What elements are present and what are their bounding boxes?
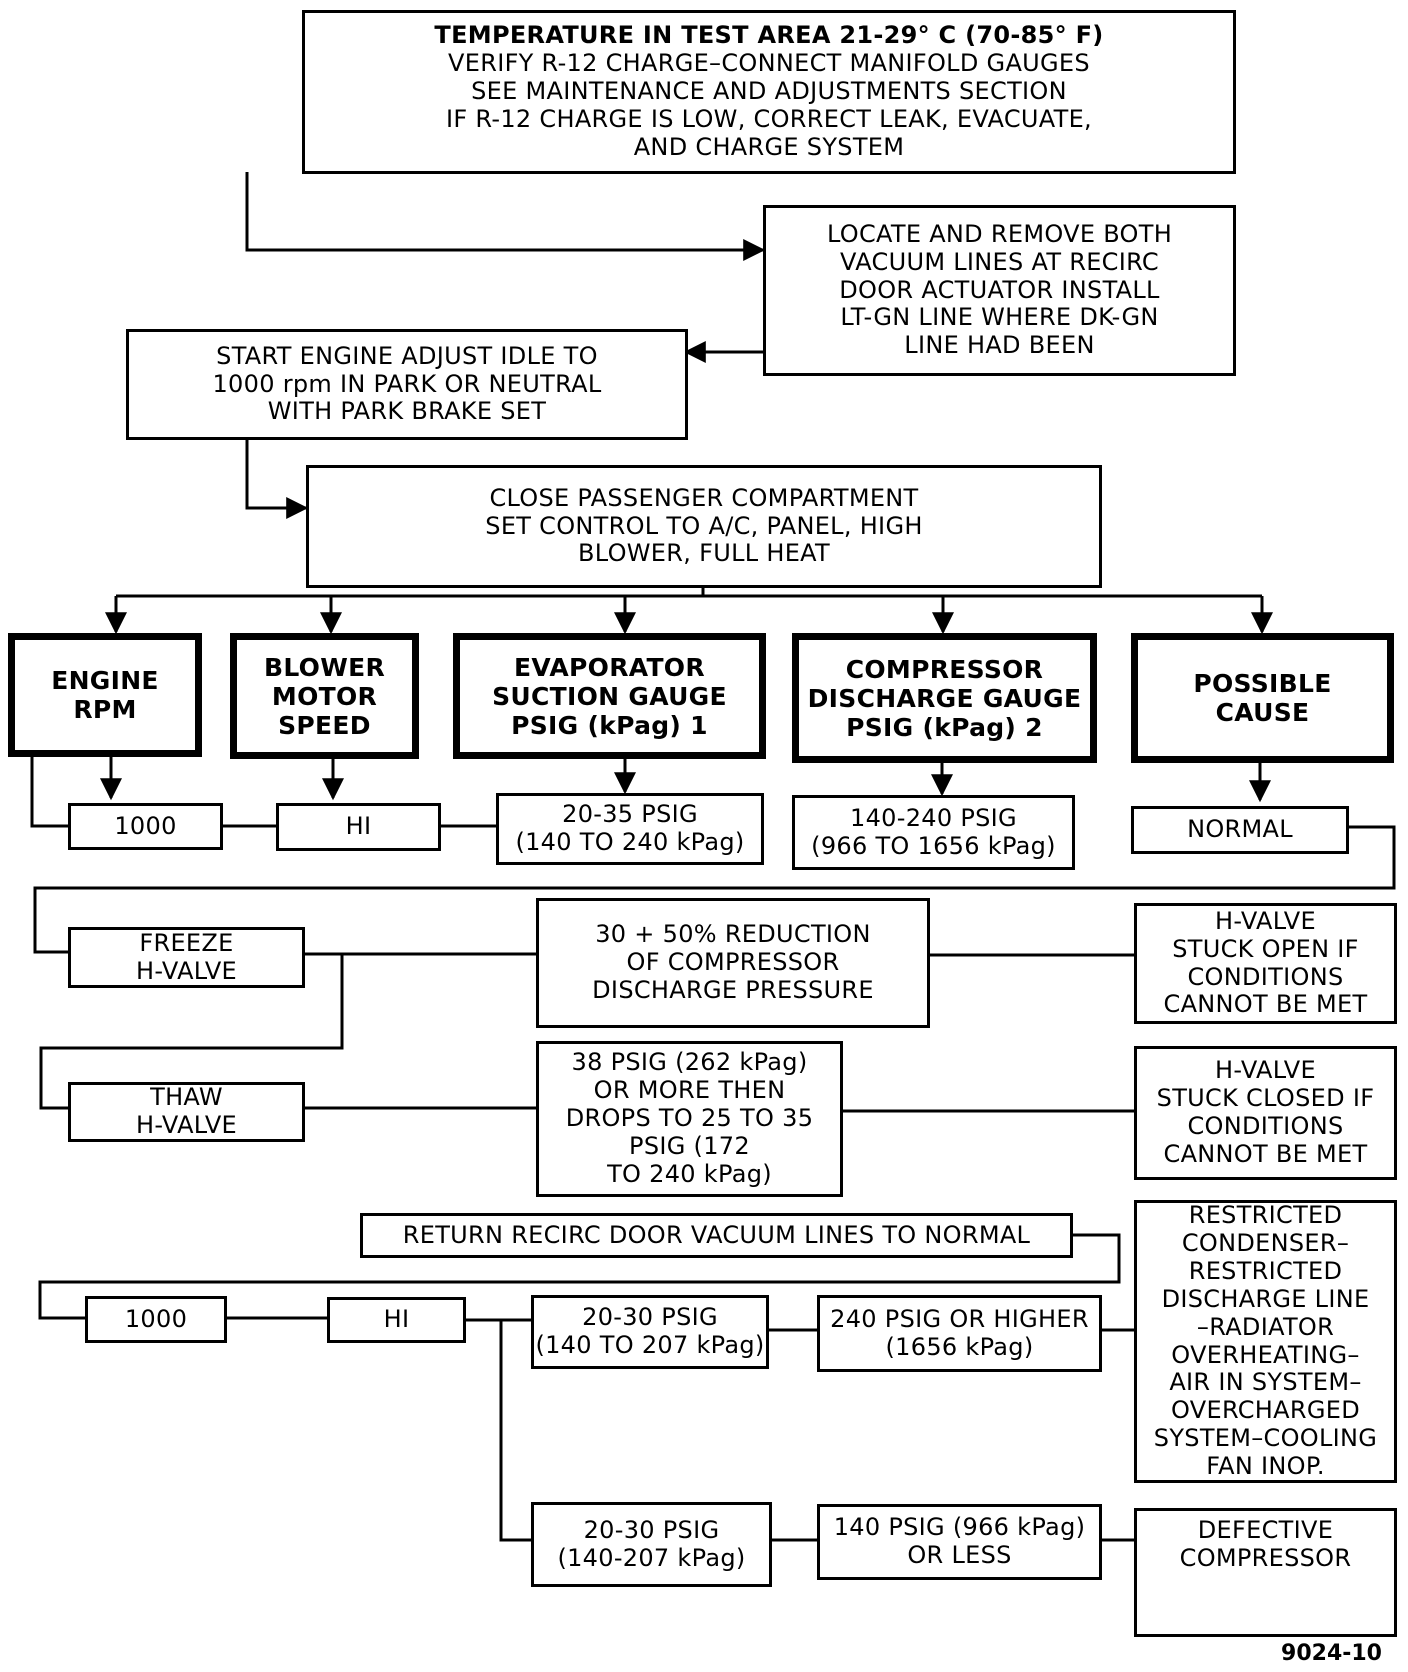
row1-suction-value: 20-35 PSIG (140 TO 240 kPag): [496, 793, 764, 865]
row1-blower-value: HI: [276, 803, 441, 851]
intro-body: VERIFY R-12 CHARGE–CONNECT MANIFOLD GAUG…: [445, 49, 1092, 161]
header-compressor-discharge: COMPRESSOR DISCHARGE GAUGE PSIG (kPag) 2: [792, 633, 1097, 763]
figure-number: 9024-10: [1281, 1641, 1382, 1666]
row1-engine-rpm-value: 1000: [68, 803, 223, 850]
freeze-h-valve-box: FREEZE H-VALVE: [68, 927, 305, 988]
row2-discharge-value: 240 PSIG OR HIGHER (1656 kPag): [817, 1295, 1102, 1372]
header-blower-motor-speed: BLOWER MOTOR SPEED: [230, 633, 419, 759]
row2-cause-box: RESTRICTED CONDENSER– RESTRICTED DISCHAR…: [1134, 1200, 1397, 1483]
thaw-result-box: 38 PSIG (262 kPag) OR MORE THEN DROPS TO…: [536, 1041, 843, 1197]
thaw-cause-box: H-VALVE STUCK CLOSED IF CONDITIONS CANNO…: [1134, 1046, 1397, 1180]
connector-start-to-close: [245, 439, 309, 519]
connector-return-to-row2: [38, 1233, 1121, 1320]
row2-suction-value: 20-30 PSIG (140 TO 207 kPag): [531, 1295, 769, 1369]
connector-intro-to-vacuum: [245, 172, 766, 261]
row1-discharge-value: 140-240 PSIG (966 TO 1656 kPag): [792, 795, 1075, 870]
connector-row1-normal-out: [33, 825, 1396, 954]
row1-cause-normal: NORMAL: [1131, 806, 1349, 854]
header-evaporator-suction: EVAPORATOR SUCTION GAUGE PSIG (kPag) 1: [453, 633, 766, 759]
row2-blower-value: HI: [327, 1297, 466, 1343]
row3-cause-box: DEFECTIVE COMPRESSOR: [1134, 1508, 1397, 1637]
header-possible-cause: POSSIBLE CAUSE: [1131, 633, 1394, 763]
freeze-result-box: 30 + 50% REDUCTION OF COMPRESSOR DISCHAR…: [536, 898, 930, 1028]
close-compartment-box: CLOSE PASSENGER COMPARTMENT SET CONTROL …: [306, 465, 1102, 588]
connector-row1-left-loop: [30, 756, 68, 828]
row2-engine-rpm-value: 1000: [85, 1296, 227, 1343]
intro-box: TEMPERATURE IN TEST AREA 21-29° C (70-85…: [302, 10, 1236, 174]
return-recirc-box: RETURN RECIRC DOOR VACUUM LINES TO NORMA…: [360, 1213, 1073, 1258]
intro-heading: TEMPERATURE IN TEST AREA 21-29° C (70-85…: [434, 21, 1104, 50]
start-engine-box: START ENGINE ADJUST IDLE TO 1000 rpm IN …: [126, 329, 688, 440]
vacuum-lines-box: LOCATE AND REMOVE BOTH VACUUM LINES AT R…: [763, 205, 1236, 376]
header-engine-rpm: ENGINE RPM: [8, 633, 202, 757]
connector-freeze-to-thaw: [39, 954, 344, 1110]
row3-discharge-value: 140 PSIG (966 kPag) OR LESS: [817, 1504, 1102, 1580]
thaw-h-valve-box: THAW H-VALVE: [68, 1082, 305, 1142]
row3-suction-value: 20-30 PSIG (140-207 kPag): [531, 1502, 772, 1587]
freeze-cause-box: H-VALVE STUCK OPEN IF CONDITIONS CANNOT …: [1134, 903, 1397, 1024]
connector-branch-to-row3: [499, 1320, 531, 1542]
